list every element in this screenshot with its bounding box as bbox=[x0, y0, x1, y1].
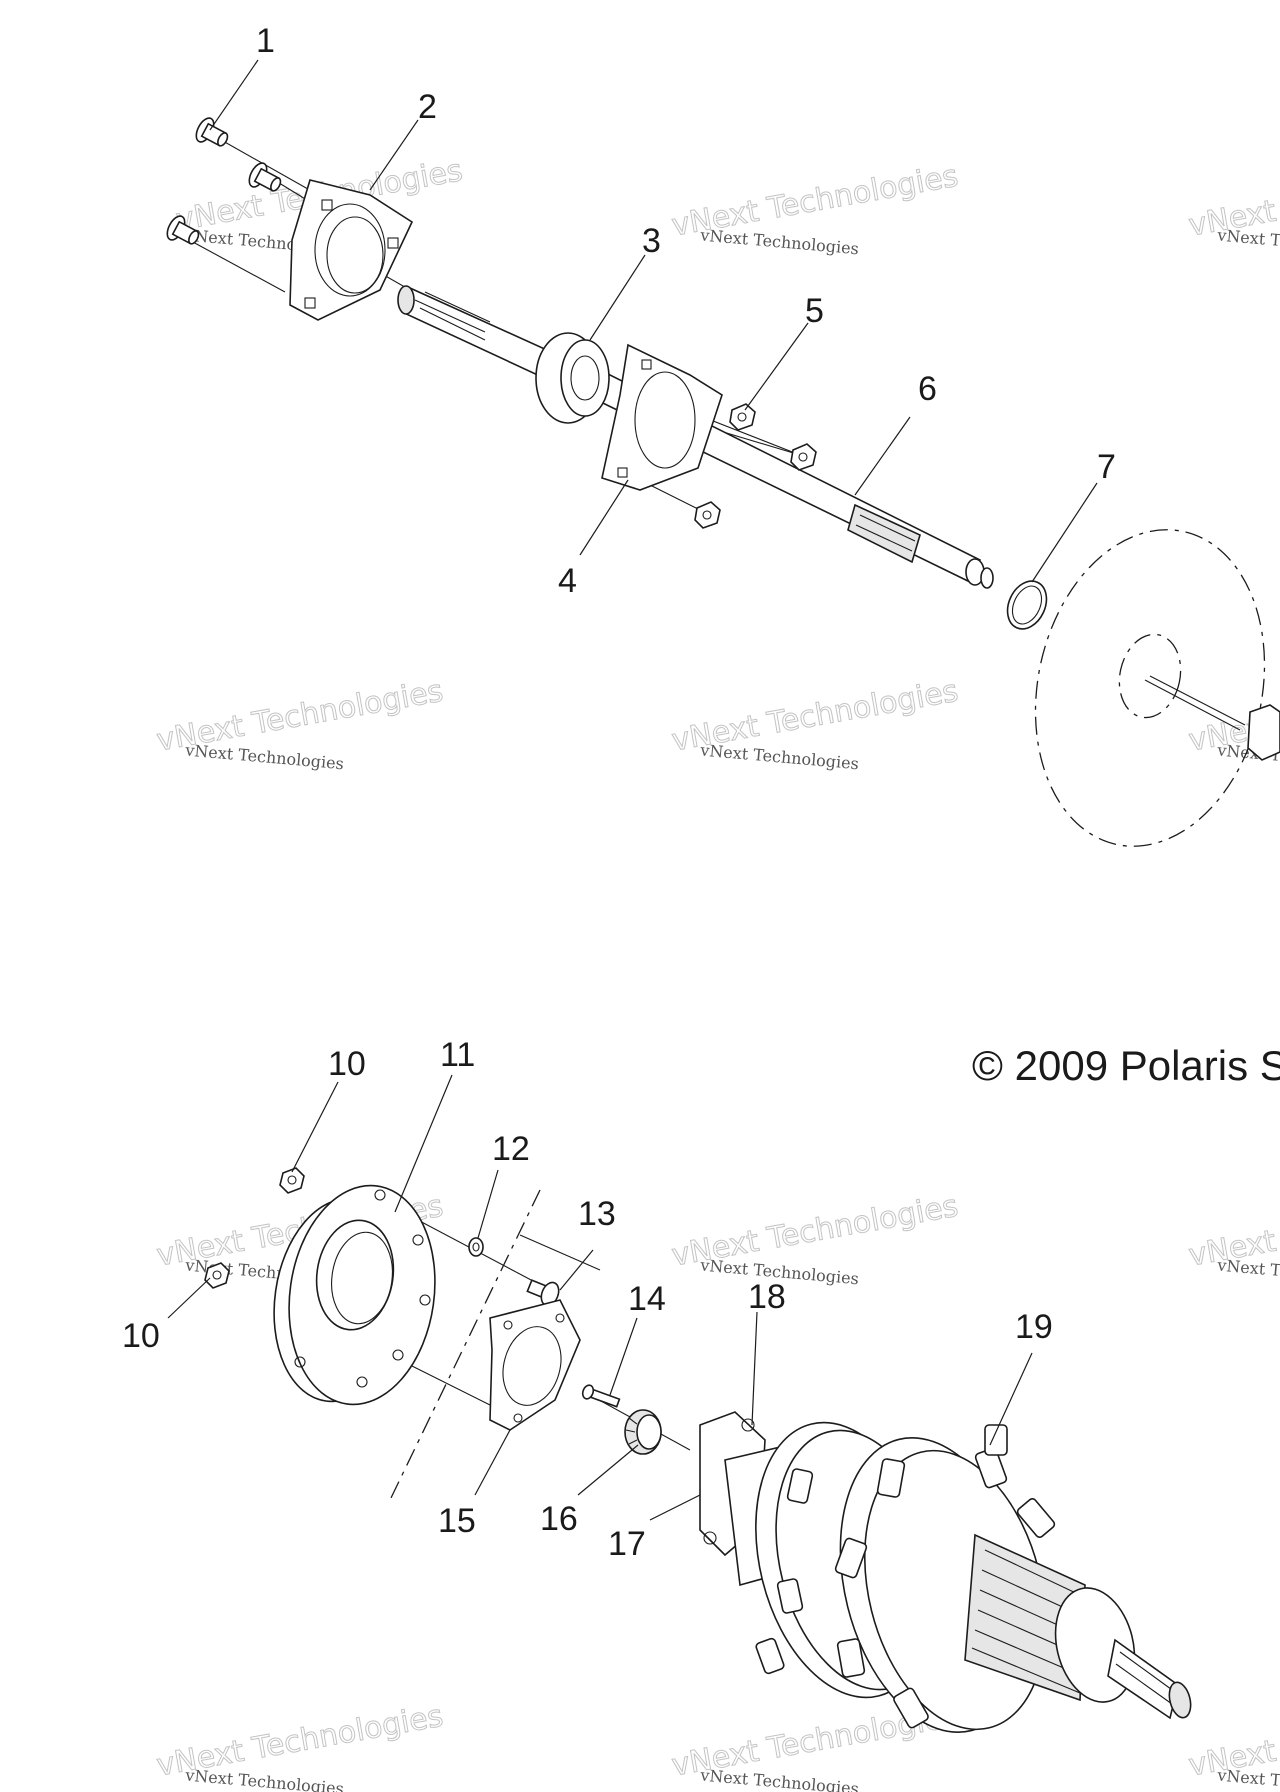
bolt-2 bbox=[248, 162, 282, 192]
watermark: vNext Technologies vNext Technologies bbox=[1186, 1188, 1280, 1288]
gear-16 bbox=[624, 1409, 662, 1455]
brake-hub-11 bbox=[273, 1184, 436, 1406]
bearing-plate-4 bbox=[601, 343, 723, 491]
nut-10a bbox=[279, 1167, 305, 1194]
watermark: vNext Technologies vNext Technologies bbox=[154, 1698, 447, 1792]
callout-5: 5 bbox=[805, 292, 824, 330]
nut-5a bbox=[729, 403, 756, 431]
svg-text:vNext Technologies: vNext Technologies bbox=[184, 1765, 345, 1792]
leaders-top bbox=[209, 59, 1098, 583]
watermark: vNext Technologies vNext Technologies bbox=[154, 673, 447, 773]
svg-text:vNext Technologies: vNext Technologies bbox=[1216, 225, 1280, 258]
callout-4: 4 bbox=[558, 562, 577, 600]
jackshaft-assembly bbox=[166, 59, 1280, 847]
nut-5c bbox=[694, 501, 721, 529]
svg-text:vNext Technologies: vNext Technologies bbox=[699, 1765, 860, 1792]
bushing-3 bbox=[535, 332, 610, 424]
nut-10b bbox=[204, 1262, 230, 1289]
svg-text:vNext Technologies: vNext Technologies bbox=[1216, 1765, 1280, 1792]
bearing-flange-2 bbox=[289, 179, 414, 321]
callout-6: 6 bbox=[918, 370, 937, 408]
callout-1: 1 bbox=[256, 22, 275, 60]
watermark: vNext Technologies vNext Technologies bbox=[669, 158, 962, 258]
o-ring-7 bbox=[1006, 580, 1048, 630]
svg-text:vNext Technologies: vNext Technologies bbox=[1216, 1255, 1280, 1288]
callout-7: 7 bbox=[1097, 448, 1116, 486]
svg-text:vNext Technologies: vNext Technologies bbox=[699, 225, 860, 258]
washer-12 bbox=[468, 1237, 484, 1257]
drive-clutch bbox=[699, 1411, 1192, 1733]
pin-14 bbox=[581, 1384, 621, 1408]
callout-17: 17 bbox=[608, 1525, 646, 1563]
callout-19: 19 bbox=[1015, 1308, 1053, 1346]
copyright-text: © 2009 Polaris Sal bbox=[972, 1042, 1280, 1089]
bolt-1 bbox=[195, 117, 229, 147]
watermark: vNext Technologies vNext Technologies bbox=[1186, 1698, 1280, 1792]
callout-2: 2 bbox=[418, 88, 437, 126]
callout-14: 14 bbox=[628, 1280, 666, 1318]
callout-3: 3 bbox=[642, 222, 661, 260]
leaders-bottom bbox=[167, 1074, 1033, 1521]
svg-text:vNext Technologies: vNext Technologies bbox=[184, 740, 345, 773]
brake-and-clutch-assembly bbox=[167, 1074, 1192, 1733]
callout-18: 18 bbox=[748, 1278, 786, 1316]
callout-13: 13 bbox=[578, 1195, 616, 1233]
watermark: vNext Technologies vNext Technologies bbox=[1186, 158, 1280, 258]
clutch-lugs-19 bbox=[755, 1424, 1056, 1729]
callout-10-upper: 10 bbox=[328, 1045, 366, 1083]
callouts: 1 2 3 4 5 6 7 10 10 11 12 13 14 15 16 17… bbox=[122, 22, 1116, 1563]
bearing-plate-15 bbox=[489, 1299, 581, 1431]
callout-12: 12 bbox=[492, 1130, 530, 1168]
callout-10-lower: 10 bbox=[122, 1317, 160, 1355]
callout-15: 15 bbox=[438, 1502, 476, 1540]
watermark: vNext Technologies vNext Technologies bbox=[669, 1188, 962, 1288]
bolt-3 bbox=[166, 215, 200, 245]
callout-11: 11 bbox=[440, 1036, 475, 1074]
callout-16: 16 bbox=[540, 1500, 578, 1538]
phantom-sheave bbox=[1034, 529, 1280, 847]
svg-text:vNext Technologies: vNext Technologies bbox=[699, 740, 860, 773]
watermark: vNext Technologies vNext Technologies bbox=[669, 673, 962, 773]
nut-5b bbox=[790, 443, 817, 471]
